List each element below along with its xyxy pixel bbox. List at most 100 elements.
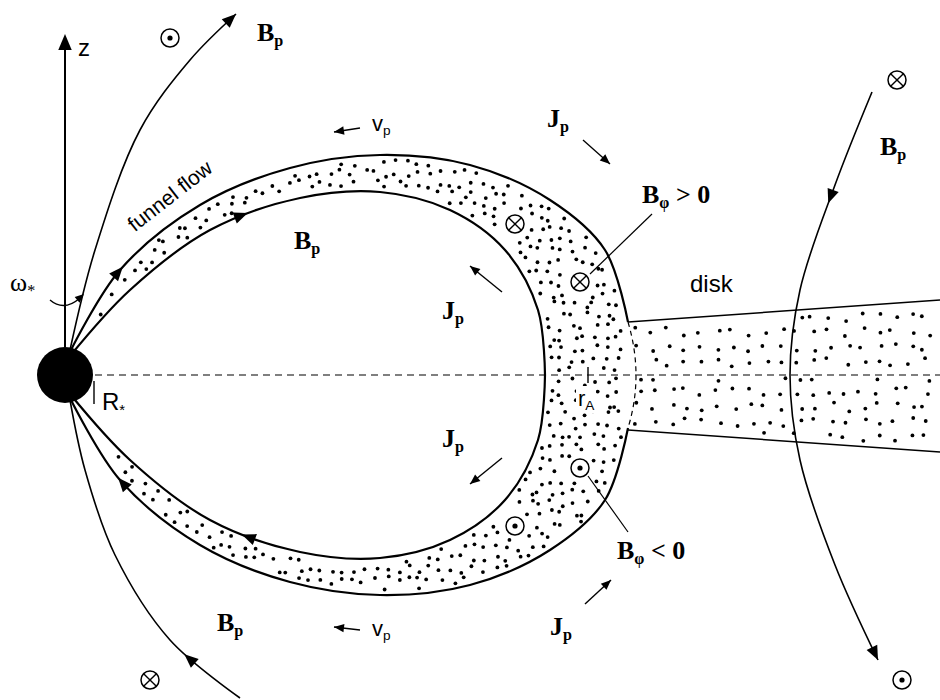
plasma-dot [464,195,468,199]
plasma-dot [911,416,915,420]
plasma-dot [541,227,545,231]
plasma-dot [542,545,546,549]
alfven-radius-label: rA [576,386,596,413]
plasma-dot [536,260,540,264]
plasma-dot [633,326,637,330]
plasma-dot [561,491,565,495]
plasma-dot [927,379,931,383]
plasma-dot [482,182,486,186]
plasma-dot [728,328,732,332]
plasma-dot [619,435,623,439]
plasma-dot [557,379,561,383]
direction-arrow-head [470,266,480,276]
plasma-dot [808,315,812,319]
plasma-dot [540,216,544,220]
direction-arrow-head [470,474,480,484]
plasma-dot [494,543,498,547]
plasma-dot [493,222,497,226]
plasma-dot [223,213,227,217]
plasma-dot [601,434,605,438]
plasma-dot [528,471,532,475]
plasma-dot [545,269,549,273]
plasma-dot [178,511,182,515]
plasma-dot [448,201,452,205]
plasma-dot [605,357,609,361]
plasma-dot [144,482,148,486]
direction-arrow [470,266,502,292]
plasma-dot [496,555,500,559]
plasma-dot [220,530,224,534]
plasma-dot [614,335,618,339]
disk-edge [628,300,940,322]
plasma-dot [893,439,897,443]
plasma-dot [824,356,828,360]
plasma-dot [912,331,916,335]
field-label: Bp [215,608,245,640]
plasma-dot [439,547,443,551]
plasma-dot [651,349,655,353]
plasma-dot [558,273,562,277]
plasma-dot [603,481,607,485]
plasma-dot [730,364,734,368]
plasma-dot [270,184,274,188]
plasma-dot [525,512,529,516]
plasma-dot [579,520,583,524]
out-of-page-symbol [893,671,911,689]
plasma-dot [254,189,258,193]
plasma-dot [414,162,418,166]
plasma-dot [538,467,542,471]
plasma-dot [583,246,587,250]
plasma-dot [602,460,606,464]
plasma-dot [117,455,121,459]
plasma-dot [639,389,643,393]
plasma-dot [614,376,618,380]
plasma-dot [795,392,799,396]
plasma-dot [844,319,848,323]
plasma-dot [825,327,829,331]
plasma-dot [463,168,467,172]
plasma-dot [398,571,402,575]
plasma-dot [535,491,539,495]
plasma-dot [614,390,618,394]
plasma-dot [340,577,344,581]
plasma-dot [842,392,846,396]
plasma-dot [559,345,563,349]
plasma-dot [415,576,419,580]
plasma-dot [548,344,552,348]
plasma-dot [185,510,189,514]
plasma-dot [483,211,487,215]
symbol-ring [506,517,524,535]
plasma-dot [518,500,522,504]
plasma-dot [550,238,554,242]
plasma-dot [156,489,160,493]
plasma-dot [848,344,852,348]
disk-dots [633,312,932,443]
field-label: Bp [292,226,322,258]
plasma-dot [696,331,700,335]
plasma-dot [563,410,567,414]
plasma-dot [383,588,387,592]
plasma-dot [595,343,599,347]
plasma-dot [846,363,850,367]
plasma-dot [408,564,412,568]
plasma-dot [767,360,771,364]
plasma-dot [382,160,386,164]
plasma-dot [491,525,495,529]
plasma-dot [293,174,297,178]
into-page-symbol [888,71,906,89]
plasma-dot [177,235,181,239]
field-arrow-head [867,645,878,660]
plasma-dot [551,246,555,250]
plasma-dot [671,423,675,427]
plasma-dot [592,459,596,463]
plasma-dot [847,410,851,414]
plasma-dot [110,293,114,297]
plasma-dot [541,456,545,460]
plasma-dot [700,360,704,364]
plasma-dot [583,413,587,417]
plasma-dot [799,378,803,382]
plasma-dot [813,349,817,353]
plasma-dot [230,202,234,206]
axis-arrow-head [58,34,71,50]
plasma-dot [339,184,343,188]
